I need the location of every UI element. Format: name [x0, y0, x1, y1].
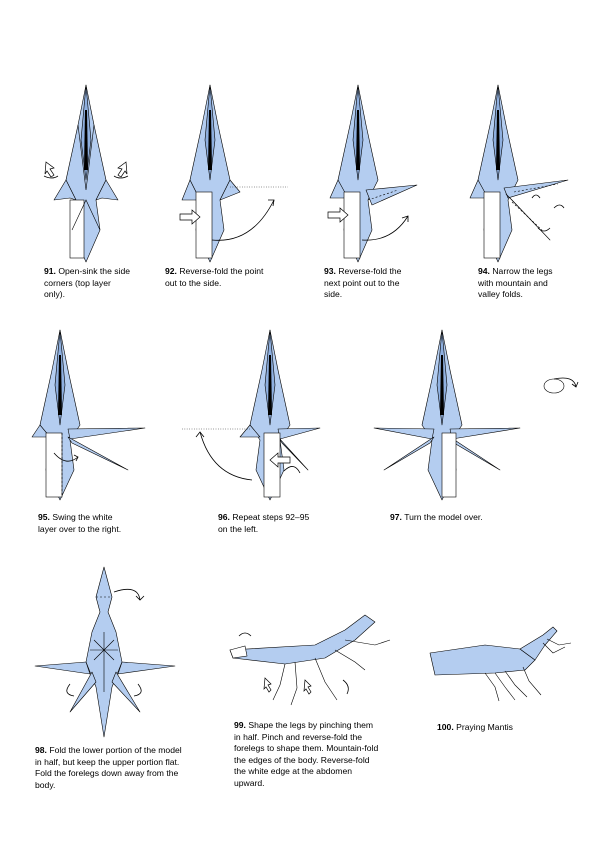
step-text: Turn the model over. [404, 512, 483, 522]
step-text: Open-sink the side corners (top layer on… [44, 266, 130, 300]
step-text: Praying Mantis [456, 722, 513, 732]
step-number: 93. [324, 266, 336, 276]
step-100-caption: 100. Praying Mantis [437, 722, 557, 734]
step-93-caption: 93. Reverse-fold the next point out to t… [324, 266, 419, 301]
step-text: Repeat steps 92–95 on the left. [218, 512, 310, 534]
turn-over-icon [530, 372, 580, 402]
step-94-diagram [468, 80, 578, 265]
step-number: 96. [218, 512, 230, 522]
step-91-caption: 91. Open-sink the side corners (top laye… [44, 266, 134, 301]
step-92-caption: 92. Reverse-fold the point out to the si… [165, 266, 265, 289]
step-92-diagram [170, 80, 290, 265]
step-number: 97. [390, 512, 402, 522]
step-number: 100. [437, 722, 454, 732]
step-97-diagram [372, 325, 522, 505]
step-98-diagram [30, 562, 190, 742]
step-100-diagram [425, 615, 585, 705]
step-number: 94. [478, 266, 490, 276]
step-text: Swing the white layer over to the right. [38, 512, 122, 534]
step-93-diagram [322, 80, 432, 265]
step-number: 98. [35, 745, 47, 755]
step-96-diagram [180, 325, 321, 505]
step-96-caption: 96. Repeat steps 92–95 on the left. [218, 512, 313, 535]
step-number: 92. [165, 266, 177, 276]
step-number: 95. [38, 512, 50, 522]
step-text: Shape the legs by pinching them in half.… [234, 720, 379, 788]
step-94-caption: 94. Narrow the legs with mountain and va… [478, 266, 568, 301]
step-97-caption: 97. Turn the model over. [390, 512, 540, 524]
step-number: 91. [44, 266, 56, 276]
step-text: Fold the lower portion of the model in h… [35, 745, 182, 790]
step-91-diagram [36, 80, 136, 265]
step-number: 99. [234, 720, 246, 730]
step-99-diagram [225, 600, 405, 715]
step-text: Reverse-fold the next point out to the s… [324, 266, 402, 300]
step-text: Reverse-fold the point out to the side. [165, 266, 264, 288]
step-text: Narrow the legs with mountain and valley… [478, 266, 553, 300]
step-98-caption: 98. Fold the lower portion of the model … [35, 745, 185, 791]
step-95-diagram [30, 325, 150, 505]
step-95-caption: 95. Swing the white layer over to the ri… [38, 512, 133, 535]
step-99-caption: 99. Shape the legs by pinching them in h… [234, 720, 379, 790]
